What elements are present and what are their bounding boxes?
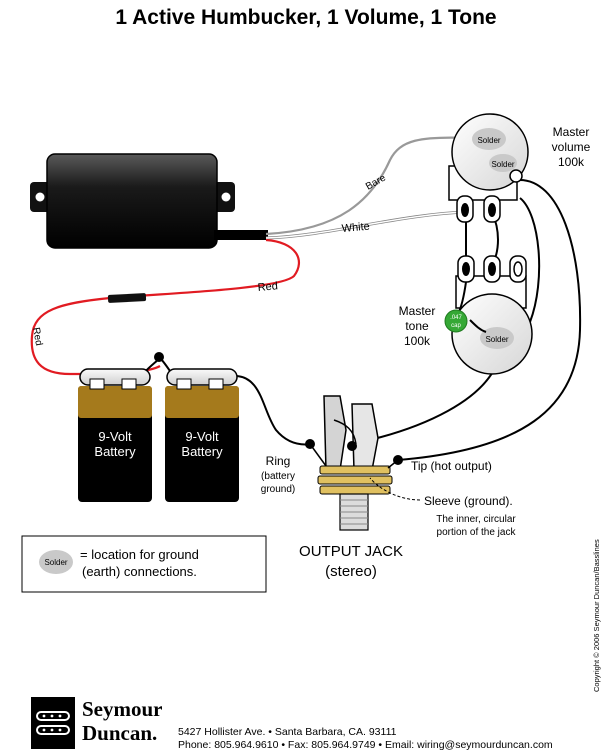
copyright-note: Copyright © 2006 Seymour Duncan/Bassline… xyxy=(592,539,601,692)
volume-solder-1: Solder xyxy=(477,136,500,145)
tone-solder: Solder xyxy=(485,335,508,344)
red-wire xyxy=(30,238,300,376)
tone-label-2: tone xyxy=(405,319,429,333)
battery-right xyxy=(165,368,239,502)
red-wire-label-top: Red xyxy=(257,280,278,294)
cap-value: .047 xyxy=(450,315,462,321)
tip-label: Tip (hot output) xyxy=(411,459,492,473)
white-wire-label: White xyxy=(341,221,370,235)
volume-label-3: 100k xyxy=(558,155,585,169)
battery-right-label-1: 9-Volt xyxy=(185,429,219,444)
jack-title-2: (stereo) xyxy=(325,563,377,580)
tip-wire xyxy=(397,178,582,461)
logo-line-2: Duncan. xyxy=(82,721,157,745)
ring-label-1: Ring xyxy=(266,454,291,468)
battery-left xyxy=(78,368,152,502)
ring-wire xyxy=(231,374,313,446)
bare-wire xyxy=(265,136,471,236)
solder-legend xyxy=(21,535,267,593)
sleeve-note-2: portion of the jack xyxy=(437,527,517,538)
humbucker-pickup xyxy=(30,153,268,249)
volume-solder-2: Solder xyxy=(491,160,514,169)
tone-pot xyxy=(444,255,533,375)
volume-pot xyxy=(448,113,529,223)
footer-address: 5427 Hollister Ave. • Santa Barbara, CA.… xyxy=(178,726,397,738)
tone-label-3: 100k xyxy=(404,334,431,348)
footer-contact: Phone: 805.964.9610 • Fax: 805.964.9749 … xyxy=(178,739,553,751)
ring-label-3: ground) xyxy=(261,484,295,495)
sleeve-label: Sleeve (ground). xyxy=(424,494,513,508)
bare-wire-label: Bare xyxy=(364,172,388,192)
legend-line-1: = location for ground xyxy=(80,547,199,562)
diagram-title: 1 Active Humbucker, 1 Volume, 1 Tone xyxy=(115,6,497,29)
logo-line-1: Seymour xyxy=(82,697,163,721)
red-wire-label-left: Red xyxy=(30,327,44,347)
tone-label-1: Master xyxy=(399,304,436,318)
jack-title-1: OUTPUT JACK xyxy=(299,543,403,560)
output-jack xyxy=(305,395,421,531)
cap-label: cap xyxy=(451,323,461,329)
sleeve-note-1: The inner, circular xyxy=(436,514,516,525)
seymour-duncan-logo xyxy=(31,697,75,749)
volume-label-1: Master xyxy=(553,125,590,139)
volume-label-2: volume xyxy=(552,140,591,154)
battery-left-label-1: 9-Volt xyxy=(98,429,132,444)
battery-right-label-2: Battery xyxy=(181,444,223,459)
ring-label-2: (battery xyxy=(261,471,295,482)
battery-left-label-2: Battery xyxy=(94,444,136,459)
legend-line-2: (earth) connections. xyxy=(82,564,197,579)
legend-solder: Solder xyxy=(44,558,67,567)
